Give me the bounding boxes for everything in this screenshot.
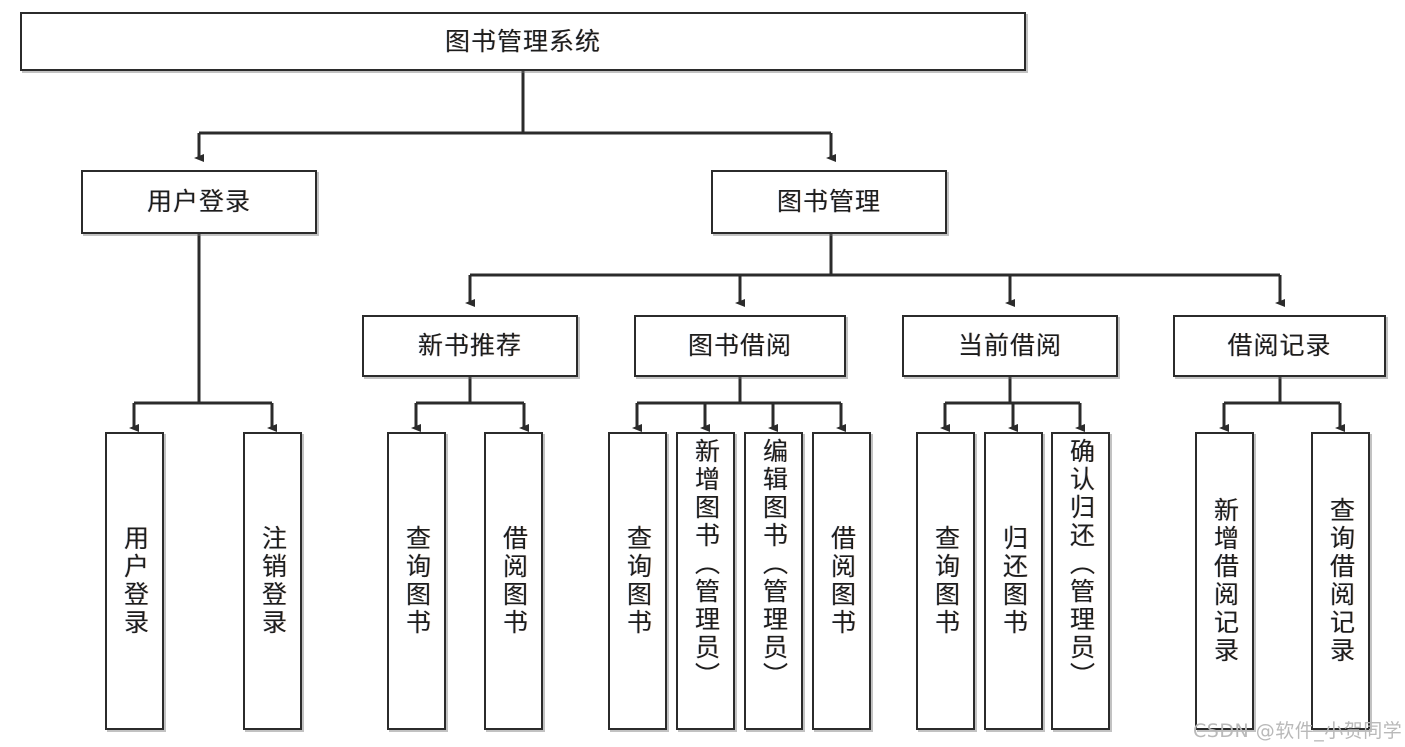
node-book-borrow[interactable]: 图书借阅 [634,315,846,377]
node-root-system[interactable]: 图书管理系统 [20,12,1026,71]
leaf-current-return-book[interactable]: 归还图书 [984,432,1043,730]
leaf-label: 用户登录 [120,525,150,637]
leaf-borrow-query-book[interactable]: 查询图书 [608,432,667,730]
leaf-user-login-signin[interactable]: 用户登录 [105,432,164,730]
leaf-borrow-add-book-admin[interactable]: 新增图书（管理员） [676,432,735,730]
leaf-label: 借阅图书 [499,525,529,637]
leaf-new-book-query[interactable]: 查询图书 [387,432,446,730]
leaf-label: 编辑图书（管理员） [759,438,789,690]
leaf-label: 新增图书（管理员） [691,438,721,690]
leaf-label: 查询图书 [931,525,961,637]
leaf-label: 新增借阅记录 [1210,497,1240,665]
leaf-label: 查询借阅记录 [1326,497,1356,665]
node-label: 图书借阅 [687,331,792,361]
node-book-management[interactable]: 图书管理 [711,170,947,234]
node-label: 用户登录 [146,187,251,217]
node-label: 新书推荐 [417,331,522,361]
node-label: 图书管理系统 [444,26,601,56]
leaf-label: 注销登录 [258,525,288,637]
csdn-watermark: CSDN @软件_小贺同学 [1193,720,1403,742]
node-label: 当前借阅 [957,331,1062,361]
node-label: 借阅记录 [1227,331,1332,361]
leaf-current-query-book[interactable]: 查询图书 [916,432,975,730]
leaf-label: 归还图书 [999,525,1029,637]
leaf-borrow-borrow-book[interactable]: 借阅图书 [812,432,871,730]
node-current-borrow[interactable]: 当前借阅 [902,315,1118,377]
leaf-label: 查询图书 [623,525,653,637]
node-label: 图书管理 [776,187,881,217]
node-user-login[interactable]: 用户登录 [81,170,317,234]
node-new-book-recommend[interactable]: 新书推荐 [362,315,578,377]
leaf-label: 确认归还（管理员） [1066,438,1096,690]
leaf-label: 查询图书 [402,525,432,637]
leaf-user-login-logout[interactable]: 注销登录 [243,432,302,730]
leaf-new-book-borrow[interactable]: 借阅图书 [484,432,543,730]
leaf-record-add-borrow-record[interactable]: 新增借阅记录 [1195,432,1254,730]
leaf-record-query-borrow-record[interactable]: 查询借阅记录 [1311,432,1370,730]
leaf-current-confirm-return-admin[interactable]: 确认归还（管理员） [1051,432,1110,730]
leaf-label: 借阅图书 [827,525,857,637]
node-borrow-record[interactable]: 借阅记录 [1173,315,1386,377]
leaf-borrow-edit-book-admin[interactable]: 编辑图书（管理员） [744,432,803,730]
